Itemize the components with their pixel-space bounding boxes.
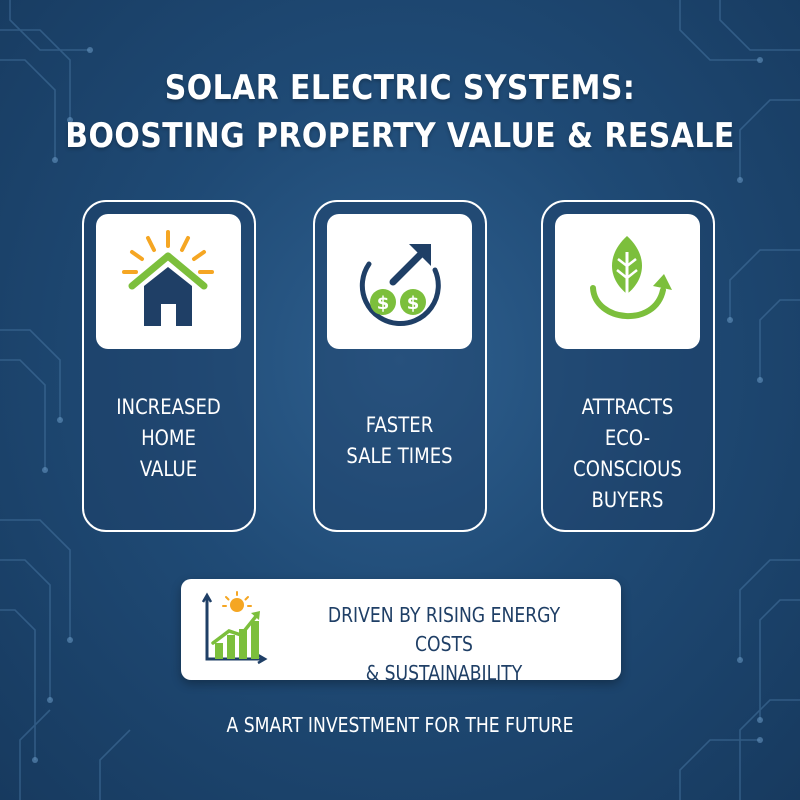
- tagline: A SMART INVESTMENT FOR THE FUTURE: [226, 713, 574, 737]
- sun-bar-chart-icon: [201, 591, 268, 665]
- card-icon-box: $ $: [327, 214, 472, 349]
- card-label: INCREASED HOME VALUE: [96, 392, 241, 485]
- card-label: FASTER SALE TIMES: [327, 410, 472, 472]
- driver-text-line-2: & SUSTAINABILITY: [365, 661, 523, 685]
- driver-text-line-1: DRIVEN BY RISING ENERGY COSTS: [327, 603, 561, 656]
- card-label-line: ECO-CONSCIOUS: [573, 426, 682, 481]
- card-label-line: INCREASED: [116, 395, 221, 419]
- leaf-cycle-icon: [590, 236, 672, 319]
- driver-text: DRIVEN BY RISING ENERGY COSTS & SUSTAINA…: [300, 601, 587, 688]
- card-icon-box: [555, 214, 700, 349]
- svg-text:$: $: [407, 293, 420, 314]
- card-faster-sale-times: $ $ FASTER SALE TIMES: [313, 200, 487, 532]
- card-label-line: FASTER: [365, 413, 434, 437]
- card-label: ATTRACTS ECO-CONSCIOUS BUYERS: [555, 392, 700, 516]
- card-icon-box: [96, 214, 241, 349]
- svg-text:$: $: [377, 293, 390, 314]
- page-title-line-1: SOLAR ELECTRIC SYSTEMS:: [164, 68, 636, 108]
- driver-banner: DRIVEN BY RISING ENERGY COSTS & SUSTAINA…: [181, 579, 621, 685]
- card-label-line: SALE TIMES: [346, 444, 453, 468]
- page-title-line-2: BOOSTING PROPERTY VALUE & RESALE: [65, 116, 735, 156]
- house-sun-icon: [122, 230, 214, 326]
- card-label-line: VALUE: [139, 457, 198, 481]
- card-label-line: HOME: [141, 426, 196, 450]
- dollar-growth-arrow-icon: $ $: [359, 244, 441, 327]
- card-label-line: BUYERS: [591, 488, 664, 512]
- card-eco-conscious-buyers: ATTRACTS ECO-CONSCIOUS BUYERS: [541, 200, 715, 532]
- card-increased-home-value: INCREASED HOME VALUE: [82, 200, 256, 532]
- card-label-line: ATTRACTS: [581, 395, 674, 419]
